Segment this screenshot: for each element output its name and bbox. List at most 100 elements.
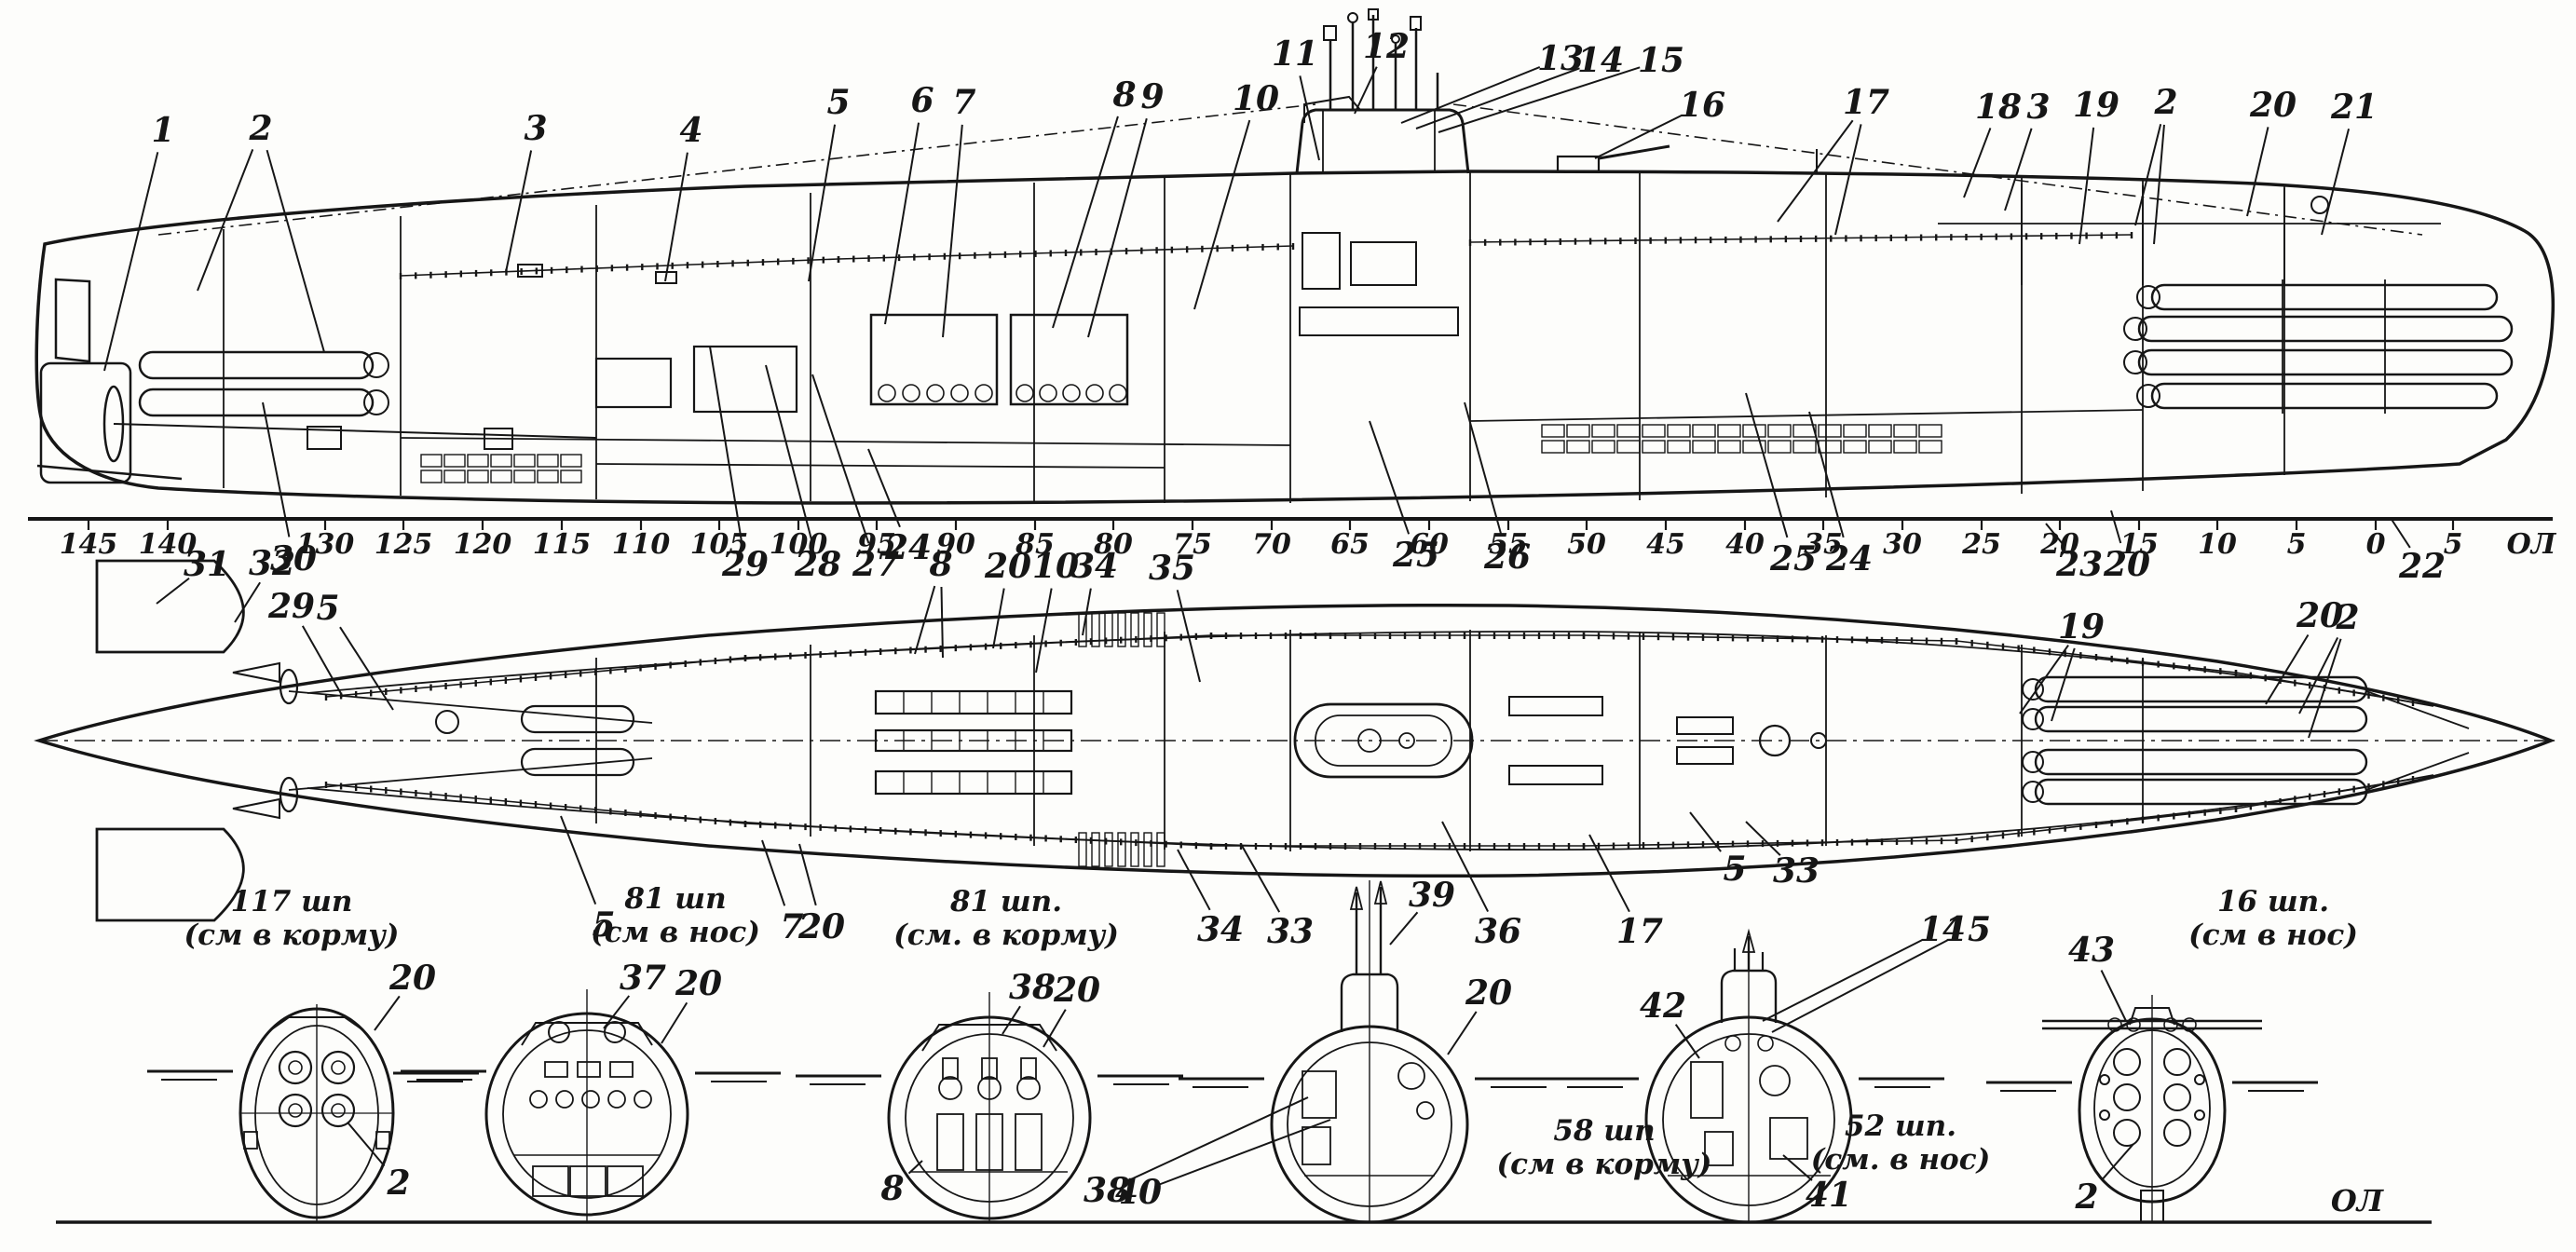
callout-number-side: 20 bbox=[2103, 545, 2150, 584]
frame-view-label: 81 шп bbox=[623, 882, 726, 916]
station-label: 85 bbox=[1015, 528, 1055, 561]
callout-number-side: 27 bbox=[852, 545, 899, 584]
callout-number-side: 22 bbox=[2398, 547, 2446, 586]
frame-view-label: 117 шп bbox=[231, 885, 353, 919]
callout-number-section: 14 bbox=[1919, 910, 1966, 949]
callout-number-plan: 5 bbox=[316, 589, 339, 628]
callout-number-side: 20 bbox=[2249, 86, 2297, 125]
frame-view-label: (см. в корму) bbox=[893, 919, 1119, 952]
station-label: 105 bbox=[690, 528, 749, 561]
station-label: 75 bbox=[1173, 528, 1212, 561]
callout-number-section: 15 bbox=[1944, 910, 1991, 949]
callout-number-side: 29 bbox=[721, 545, 769, 584]
station-label: 5 bbox=[2444, 528, 2463, 561]
station-label: 90 bbox=[936, 528, 975, 561]
callout-number-side: 28 bbox=[794, 545, 841, 584]
station-label: 70 bbox=[1252, 528, 1291, 561]
station-label: 20 bbox=[2039, 528, 2079, 561]
callout-number-section: 40 bbox=[1115, 1173, 1162, 1212]
callout-number-side: 17 bbox=[1843, 83, 1889, 122]
frame-view-label: (см в корму) bbox=[1497, 1148, 1712, 1181]
callout-number-side: 2 bbox=[2153, 83, 2177, 122]
callout-number-side: 3 bbox=[524, 109, 547, 148]
callout-number-plan: 20 bbox=[797, 907, 845, 946]
callout-number-section: 2 bbox=[386, 1164, 410, 1203]
station-label: 145 bbox=[60, 528, 118, 561]
callout-number-plan: 35 bbox=[1149, 549, 1195, 588]
callout-number-plan: 7 bbox=[780, 907, 803, 946]
callout-number-side: 21 bbox=[2330, 88, 2378, 127]
callout-number-section: 38 bbox=[1084, 1171, 1130, 1210]
callout-number-section: 20 bbox=[675, 964, 722, 1003]
callout-number-side: 16 bbox=[1679, 86, 1725, 125]
frame-view-label: 52 шп. bbox=[1845, 1109, 1956, 1143]
station-label: 10 bbox=[2198, 528, 2237, 561]
callout-number-plan: 34 bbox=[1197, 910, 1244, 949]
frame-view-label: 58 шп bbox=[1553, 1114, 1655, 1148]
station-label: 40 bbox=[1725, 528, 1765, 561]
callout-number-plan: 34 bbox=[1071, 547, 1118, 586]
station-label: 120 bbox=[454, 528, 512, 561]
callout-number-plan: 5 bbox=[1723, 850, 1746, 889]
callout-number-plan: 33 bbox=[1773, 851, 1820, 891]
frame-view-label: (см в нос) bbox=[591, 916, 760, 949]
callout-number-side: 5 bbox=[826, 83, 850, 122]
callout-number-side: 30 bbox=[270, 539, 317, 578]
callout-number-section: 20 bbox=[1053, 971, 1100, 1010]
callout-number-section: 2 bbox=[2074, 1177, 2098, 1217]
callout-number-plan: 19 bbox=[2058, 607, 2105, 646]
frame-view-label: (см в корму) bbox=[184, 919, 400, 952]
callout-number-side: 15 bbox=[1638, 41, 1684, 80]
station-label: 100 bbox=[770, 528, 828, 561]
callout-number-side: 1 bbox=[151, 111, 174, 150]
callout-number-section: 20 bbox=[388, 959, 436, 998]
station-label: 0 bbox=[2366, 528, 2386, 561]
callout-number-plan: 32 bbox=[249, 544, 295, 583]
callout-number-side: 18 bbox=[1975, 88, 2022, 127]
callout-number-plan: 8 bbox=[928, 545, 952, 584]
callout-number-side: 12 bbox=[1363, 27, 1410, 66]
callout-number-side: 7 bbox=[952, 83, 975, 122]
callout-number-side: 24 bbox=[884, 528, 932, 567]
callout-number-section: 39 bbox=[1409, 876, 1455, 915]
callout-number-side: 3 bbox=[2026, 88, 2050, 127]
callout-number-plan: 5 bbox=[592, 905, 615, 945]
station-label: 130 bbox=[296, 528, 355, 561]
callout-number-side: 14 bbox=[1577, 41, 1624, 80]
station-label: 50 bbox=[1567, 528, 1606, 561]
station-label: 55 bbox=[1489, 528, 1528, 561]
station-label: 25 bbox=[1961, 528, 2001, 561]
callout-number-plan: 10 bbox=[1032, 547, 1079, 586]
callout-number-side: 8 bbox=[1111, 75, 1136, 115]
callout-number-side: 9 bbox=[1140, 77, 1164, 116]
station-label: 115 bbox=[533, 528, 592, 561]
callout-number-side: 23 bbox=[2055, 545, 2103, 584]
callout-number-side: 19 bbox=[2073, 86, 2119, 125]
station-label: 110 bbox=[612, 528, 671, 561]
frame-view-label: 81 шп. bbox=[949, 885, 1062, 919]
frame-view-label: (см в нос) bbox=[2188, 919, 2358, 952]
callout-number-plan: 33 bbox=[1267, 912, 1314, 951]
callout-number-side: 4 bbox=[679, 111, 702, 150]
station-label: 15 bbox=[2119, 528, 2159, 561]
callout-number-side: 25 bbox=[1769, 539, 1817, 578]
station-label: 45 bbox=[1646, 528, 1685, 561]
station-label: 80 bbox=[1093, 528, 1133, 561]
callout-number-section: 43 bbox=[2068, 931, 2115, 970]
callout-number-plan: 17 bbox=[1616, 912, 1663, 951]
callout-number-plan: 31 bbox=[184, 545, 230, 584]
callout-number-section: 42 bbox=[1640, 987, 1686, 1026]
callout-number-plan: 29 bbox=[267, 587, 315, 626]
callout-number-side: 6 bbox=[910, 81, 934, 120]
callout-number-section: 37 bbox=[620, 959, 666, 998]
callout-number-side: 13 bbox=[1537, 39, 1584, 78]
baseline-label: ОЛ bbox=[2507, 528, 2557, 561]
callout-number-section: 8 bbox=[879, 1169, 904, 1208]
callout-number-side: 26 bbox=[1483, 538, 1531, 577]
station-label: 60 bbox=[1410, 528, 1449, 561]
callout-number-plan: 20 bbox=[984, 547, 1031, 586]
station-label: 30 bbox=[1883, 528, 1922, 561]
callout-number-plan: 36 bbox=[1475, 912, 1521, 951]
